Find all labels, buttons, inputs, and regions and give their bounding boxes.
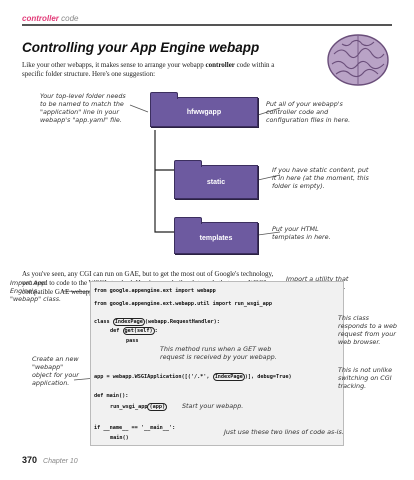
- note-import-app-engine: Import App Engine's "webapp" class.: [10, 279, 62, 303]
- note-static-content: If you have static content, put it in he…: [272, 166, 369, 190]
- intro-paragraph: Like your other webapps, it makes sense …: [22, 61, 275, 78]
- code-line-5: pass: [126, 338, 139, 344]
- code-line-1: from google.appengine.ext import webapp: [94, 288, 216, 294]
- note-controller-code: Put all of your webapp's controller code…: [266, 100, 351, 124]
- note-top-level-folder: Your top-level folder needs to be named …: [40, 92, 126, 124]
- folder-hfwwgapp: hfwwgapp: [150, 92, 258, 127]
- code-line-8: run_wsgi_app(app): [110, 403, 168, 411]
- code-listing: [90, 281, 344, 446]
- page-footer: 370 Chapter 10: [22, 455, 78, 465]
- page-number: 370: [22, 455, 38, 465]
- brain-illustration: [327, 34, 389, 86]
- note-class-responds: This class responds to a web request fro…: [338, 314, 397, 346]
- note-templates: Put your HTML templates in here.: [272, 225, 331, 241]
- folder-templates: templates: [174, 217, 258, 254]
- note-like-switching: This is not unlike switching on CGI trac…: [338, 366, 393, 390]
- code-line-10: main(): [110, 435, 129, 441]
- note-get-method: This method runs when a GET web request …: [160, 345, 277, 361]
- page-title: Controlling your App Engine webapp: [22, 40, 260, 55]
- code-line-4: def get(self):: [110, 327, 158, 335]
- code-line-6: app = webapp.WSGIApplication([('/.*', In…: [94, 373, 292, 381]
- code-line-7: def main():: [94, 393, 129, 399]
- folder-static: static: [174, 160, 258, 199]
- chapter-label: Chapter 10: [43, 458, 78, 465]
- code-line-3: class IndexPage(webapp.RequestHandler):: [94, 318, 220, 326]
- running-head: controller code: [22, 14, 79, 23]
- code-line-2: from google.appengine.ext.webapp.util im…: [94, 301, 273, 307]
- note-create-object: Create an new "webapp" object for your a…: [32, 355, 79, 387]
- note-start-webapp: Start your webapp.: [182, 402, 244, 410]
- code-line-9: if __name__ == '__main__':: [94, 425, 176, 431]
- note-just-use: Just use these two lines of code as-is.: [224, 428, 344, 436]
- header-rule: [22, 24, 392, 26]
